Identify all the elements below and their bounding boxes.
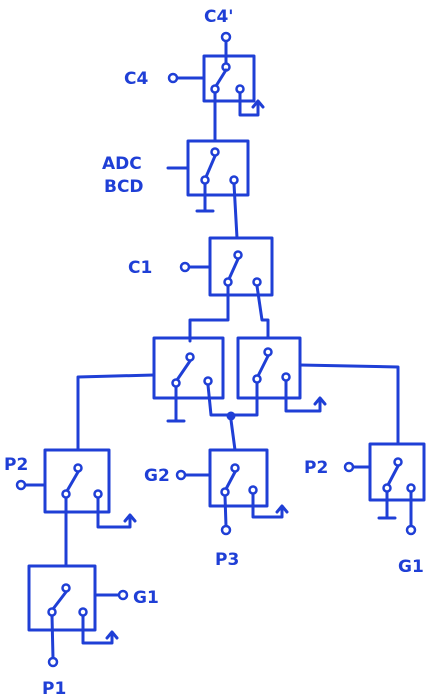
terminal-p3 [220, 524, 232, 536]
label-c1: C1 [128, 258, 152, 278]
contact-b [252, 277, 262, 287]
contact-common [393, 457, 403, 467]
wire-node-to-g2 [229, 418, 237, 452]
relay-c1-box [208, 236, 274, 297]
contact-b [235, 84, 245, 94]
wire-mid-right-up [284, 379, 322, 413]
relay-g2-box [208, 448, 269, 508]
relay-p2-left-box [43, 448, 111, 514]
contact-common [230, 463, 240, 473]
contact-a [220, 487, 230, 497]
label-p3: P3 [215, 550, 239, 570]
switch-arm [51, 590, 68, 611]
contact-common [263, 347, 273, 357]
contact-a [61, 489, 71, 499]
wire-adc-to-c1 [232, 182, 239, 240]
contact-b [203, 376, 213, 386]
relay-c4 [167, 31, 265, 143]
label-c4: C4 [124, 69, 148, 89]
arrow-up-icon [105, 630, 119, 640]
arrow-up-icon [251, 99, 265, 109]
relay-p2-right-box [368, 442, 426, 502]
relay-p2-right [343, 442, 426, 536]
wire-mid-left-to-node [206, 383, 232, 417]
contact-common [210, 147, 220, 157]
switch-arm [256, 354, 270, 378]
terminal-g2 [175, 469, 187, 481]
terminal-p2-right [343, 461, 355, 473]
wire-g2-down [223, 494, 228, 528]
contact-common [61, 583, 71, 593]
wire-g2-up [251, 492, 284, 519]
relay-g1 [27, 564, 129, 668]
wire-g1-down [50, 614, 55, 660]
terminal-c1 [179, 261, 191, 273]
wire-c4-up [238, 91, 260, 117]
junction-node [226, 411, 236, 421]
label-c4-prime: C4' [204, 7, 234, 27]
switch-arm [204, 154, 217, 179]
relay-mid-left-box [152, 336, 225, 400]
contact-b [78, 607, 88, 617]
arrow-up-icon [275, 504, 289, 514]
relay-c4-box [202, 54, 256, 103]
relay-mid-left [76, 336, 232, 452]
contact-common [233, 250, 243, 260]
switch-arm [214, 68, 228, 88]
label-adc: ADC [102, 154, 142, 174]
contact-b [93, 489, 103, 499]
switch-arm [65, 470, 80, 493]
arrow-up-icon [313, 396, 327, 406]
contact-a [47, 607, 57, 617]
wire-mid-right-to-p2 [298, 363, 400, 446]
contact-b [406, 483, 416, 493]
label-g1-left: G1 [133, 588, 159, 608]
label-g1-right: G1 [398, 557, 424, 577]
contact-a [252, 374, 262, 384]
wire-p2-left-up [96, 496, 132, 529]
relay-adc-bcd [166, 139, 250, 240]
relay-g2 [175, 448, 289, 536]
contact-a [171, 378, 181, 388]
contact-b [281, 372, 291, 382]
label-p1: P1 [42, 679, 66, 699]
terminal-c4 [167, 72, 179, 84]
label-bcd: BCD [104, 177, 144, 197]
arrow-up-icon [123, 513, 137, 523]
terminal-g1-right [405, 524, 417, 536]
wire-c1-left [188, 284, 230, 343]
terminal-g1-left [117, 589, 129, 601]
wire-c1-right [255, 284, 270, 340]
wire-g1-up [81, 614, 114, 645]
terminal-p2-left [15, 479, 27, 491]
label-p2-left: P2 [4, 455, 28, 475]
relay-mid-right-box [236, 336, 302, 400]
contact-common [185, 352, 195, 362]
contact-a [210, 84, 220, 94]
switch-arm [224, 470, 237, 491]
switch-arm [227, 257, 240, 281]
relay-p2-left [15, 448, 137, 568]
relay-g1-box [27, 564, 97, 632]
wire-mid-right-to-node [230, 381, 259, 417]
terminal-c4-prime [220, 31, 232, 43]
relay-c1 [179, 236, 274, 343]
relay-mid-right [230, 336, 400, 446]
switch-arm [386, 464, 400, 487]
switch-arm [175, 359, 192, 382]
contact-a [200, 175, 210, 185]
label-p2-right: P2 [304, 458, 328, 478]
contact-b [248, 485, 258, 495]
contact-b [229, 175, 239, 185]
contact-common [73, 463, 83, 473]
contact-a [382, 483, 392, 493]
contact-a [223, 277, 233, 287]
terminal-p1 [47, 656, 59, 668]
label-g2: G2 [144, 466, 170, 486]
wire-mid-left-to-p2 [76, 373, 156, 452]
